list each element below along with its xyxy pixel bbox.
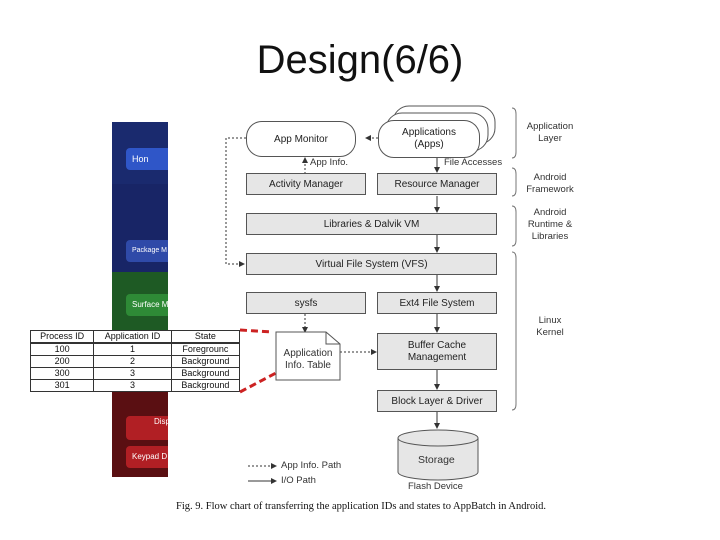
brace-kernel: [511, 251, 517, 411]
layer-kernel-label: Linux Kernel: [536, 315, 564, 338]
app-monitor-box: App Monitor: [246, 121, 356, 157]
red-dash-top: [239, 328, 273, 334]
red-dash-bottom: [239, 371, 277, 394]
layer-framework-label: Android Framework: [526, 172, 574, 195]
table-cell: Background: [170, 379, 241, 392]
brace-runtime: [511, 205, 517, 247]
storage-cylinder-body: [397, 438, 479, 481]
ext4-box: Ext4 File System: [377, 292, 497, 314]
table-row: 301 3 Background: [29, 379, 241, 392]
app-info-label: App Info.: [310, 157, 349, 168]
figure-caption: Fig. 9. Flow chart of transferring the a…: [176, 501, 547, 512]
table-cell: 301: [29, 379, 95, 392]
path-app-info-left: [225, 137, 246, 267]
app-info-table-shape: [275, 331, 341, 381]
resource-manager-box: Resource Manager: [377, 173, 497, 195]
applications-box: Applications (Apps): [378, 120, 480, 158]
panel-cover: [168, 110, 248, 480]
buffer-cache-box: Buffer Cache Management: [377, 333, 497, 370]
storage-cylinder-top: [397, 429, 479, 447]
brace-framework: [511, 167, 517, 197]
block-layer-box: Block Layer & Driver: [377, 390, 497, 412]
app-info-table-fold: [325, 332, 340, 345]
flash-device-label: Flash Device: [408, 481, 463, 492]
slide-title: Design(6/6): [256, 38, 464, 82]
libraries-vm-box: Libraries & Dalvik VM: [246, 213, 497, 235]
legend-io-label: I/O Path: [281, 475, 316, 486]
col-state: State: [170, 330, 241, 344]
table-row: 300 3 Background: [29, 367, 241, 380]
storage-label: Storage: [418, 454, 455, 466]
col-process-id: Process ID: [29, 330, 95, 344]
file-accesses-label: File Accesses: [444, 157, 503, 168]
activity-manager-box: Activity Manager: [246, 173, 366, 195]
process-table: Process ID Application ID State 100 1 Fo…: [29, 330, 241, 392]
legend-app-info-label: App Info. Path: [281, 460, 342, 471]
layer-application-label: Application Layer: [526, 121, 574, 144]
sysfs-box: sysfs: [246, 292, 366, 314]
app-info-table-label: Application Info. Table: [283, 348, 333, 371]
layer-runtime-label: Android Runtime & Libraries: [527, 207, 573, 242]
vfs-box: Virtual File System (VFS): [246, 253, 497, 275]
brace-application: [511, 107, 517, 159]
